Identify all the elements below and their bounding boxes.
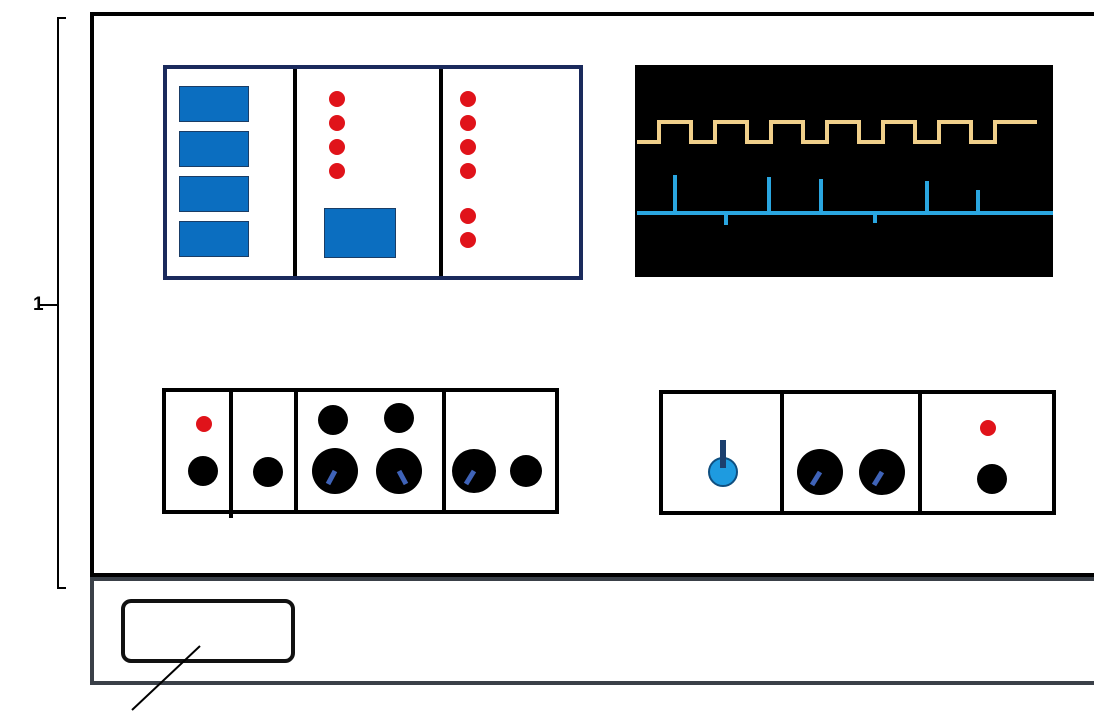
blue-button[interactable]: [324, 208, 396, 258]
control-module-left: [162, 388, 559, 514]
io-divider: [293, 69, 297, 276]
callout-number: 1: [33, 294, 44, 316]
module-divider: [229, 392, 233, 518]
status-led: [460, 232, 476, 248]
rotary-knob-icon[interactable]: [510, 455, 542, 487]
rotary-knob-icon[interactable]: [384, 403, 414, 433]
status-led: [460, 115, 476, 131]
status-led: [460, 139, 476, 155]
module-divider: [442, 392, 446, 510]
module-divider: [780, 394, 784, 511]
rotary-knob-icon[interactable]: [188, 456, 218, 486]
toggle-switch-icon[interactable]: [705, 436, 741, 492]
rotary-knob-icon[interactable]: [375, 447, 423, 495]
status-led: [329, 163, 345, 179]
status-led: [329, 91, 345, 107]
status-led: [980, 420, 996, 436]
io-module: [163, 65, 583, 280]
module-divider: [294, 392, 298, 510]
rotary-knob-icon[interactable]: [796, 448, 844, 496]
rotary-knob-icon[interactable]: [318, 405, 348, 435]
module-divider: [918, 394, 922, 511]
blue-button[interactable]: [179, 86, 249, 122]
square-wave-trace: [637, 122, 1037, 142]
blue-button[interactable]: [179, 221, 249, 257]
pulse-spikes: [675, 175, 978, 225]
status-led: [460, 208, 476, 224]
status-led: [329, 115, 345, 131]
blue-button[interactable]: [179, 131, 249, 167]
rotary-knob-icon[interactable]: [977, 464, 1007, 494]
rotary-knob-icon[interactable]: [253, 457, 283, 487]
waveform-display: [635, 65, 1053, 277]
leader-line-icon: [120, 640, 210, 715]
rotary-knob-icon[interactable]: [451, 448, 497, 494]
status-led: [460, 163, 476, 179]
status-led: [460, 91, 476, 107]
io-divider: [439, 69, 443, 276]
blue-button[interactable]: [179, 176, 249, 212]
rotary-knob-icon[interactable]: [858, 448, 906, 496]
control-module-right: [659, 390, 1056, 515]
rotary-knob-icon[interactable]: [311, 447, 359, 495]
waveform-traces: [635, 65, 1053, 277]
status-led: [329, 139, 345, 155]
status-led: [196, 416, 212, 432]
